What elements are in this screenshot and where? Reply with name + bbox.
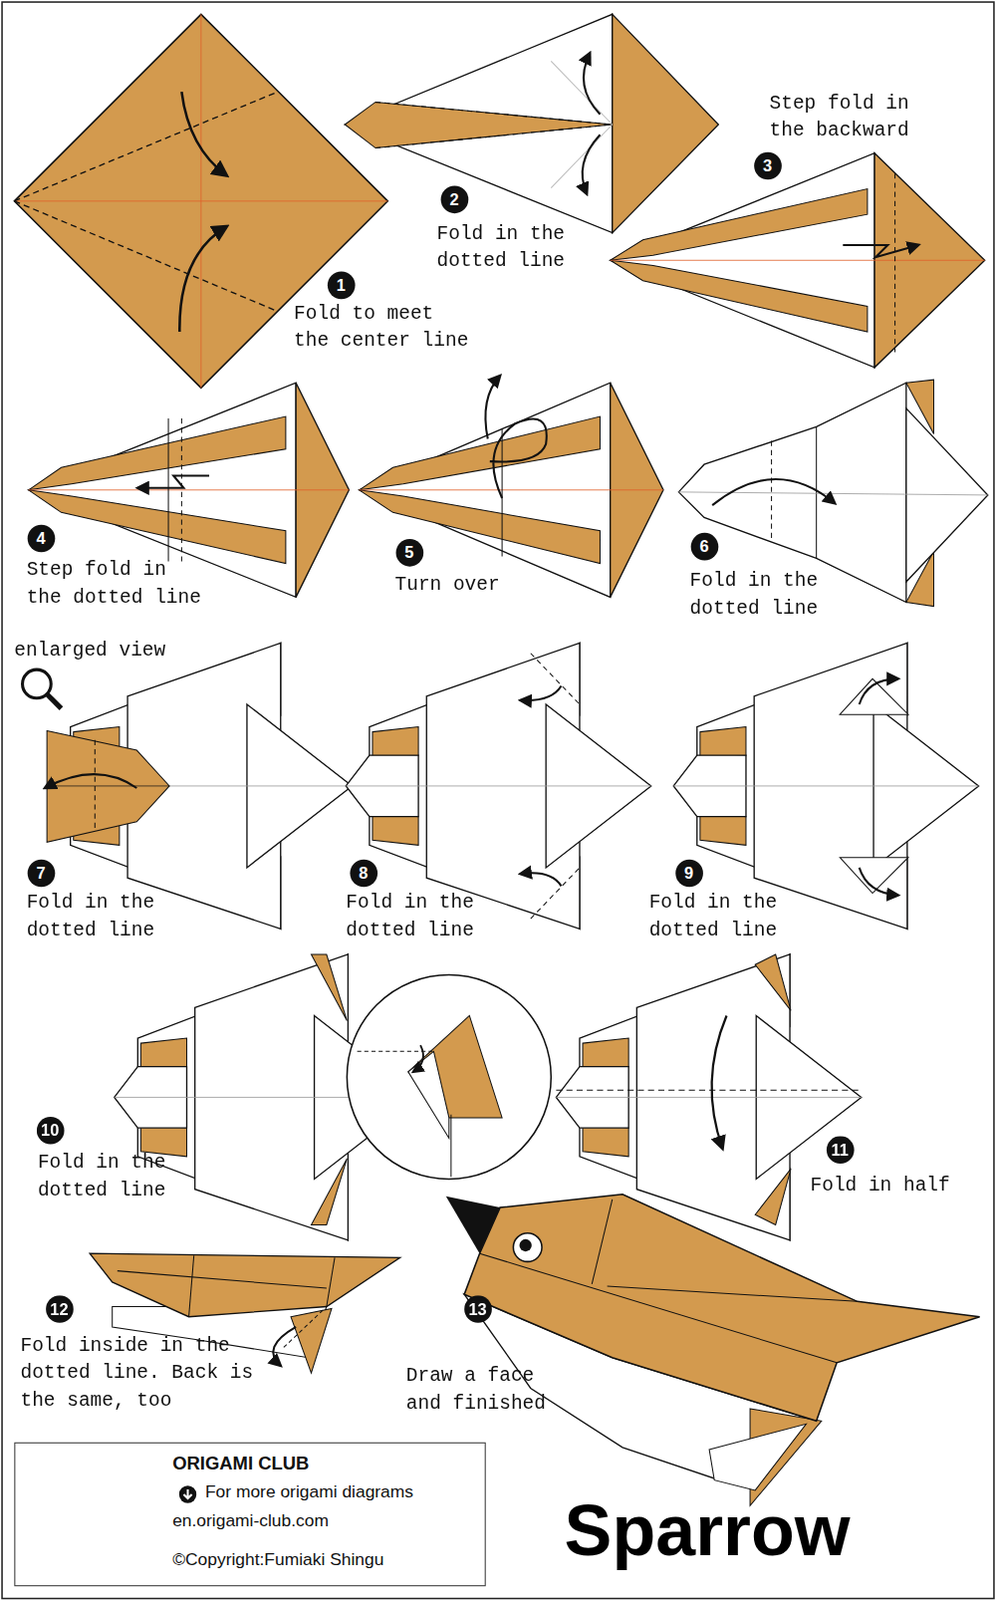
callout-number: 4 xyxy=(26,523,55,552)
step-instruction: Fold to meet the center line xyxy=(293,299,475,355)
callout-number: 3 xyxy=(753,151,782,180)
step-instruction: Fold in the dotted line xyxy=(37,1149,172,1205)
callout-number: 12 xyxy=(45,1294,74,1323)
callout-number: 10 xyxy=(35,1115,64,1144)
step-instruction: Step fold in the backward xyxy=(769,89,922,145)
callout-number: 2 xyxy=(440,185,469,214)
step-instruction: Draw a face and finished xyxy=(406,1362,552,1418)
step-instruction: Fold in the dotted line xyxy=(437,220,571,275)
callout-number: 9 xyxy=(675,858,704,887)
step-instruction: Fold in the dotted line xyxy=(345,888,480,944)
callout-number: 6 xyxy=(690,531,719,560)
callout-number: 7 xyxy=(26,858,55,887)
step-instruction: enlarged view xyxy=(13,636,178,665)
brand-name: ORIGAMI CLUB xyxy=(172,1453,309,1476)
down-arrow-icon xyxy=(178,1485,197,1503)
callout-number: 11 xyxy=(825,1135,854,1164)
credit-text: en.origami-club.com xyxy=(172,1509,329,1530)
step-instruction: Fold in the dotted line xyxy=(26,888,161,944)
step-instruction: Fold in the dotted line xyxy=(649,888,783,944)
step-instruction: Turn over xyxy=(395,571,535,600)
credit-text: ©Copyright:Fumiaki Shingu xyxy=(172,1548,384,1569)
step-instruction: Fold in the dotted line xyxy=(690,567,824,623)
step-instruction: Fold inside in the dotted line. Back is … xyxy=(19,1331,270,1415)
callout-number: 5 xyxy=(395,537,424,566)
diagram-title: Sparrow xyxy=(564,1490,851,1572)
callout-number: 8 xyxy=(349,858,378,887)
step-instruction: Step fold in the dotted line xyxy=(26,555,208,611)
credit-text: For more origami diagrams xyxy=(205,1482,414,1502)
step-instruction: Fold in half xyxy=(810,1171,963,1200)
credit-box: ORIGAMI CLUB For more origami diagrams en.… xyxy=(13,1442,486,1586)
callout-number: 13 xyxy=(464,1294,493,1323)
callout-number: 1 xyxy=(326,270,355,299)
